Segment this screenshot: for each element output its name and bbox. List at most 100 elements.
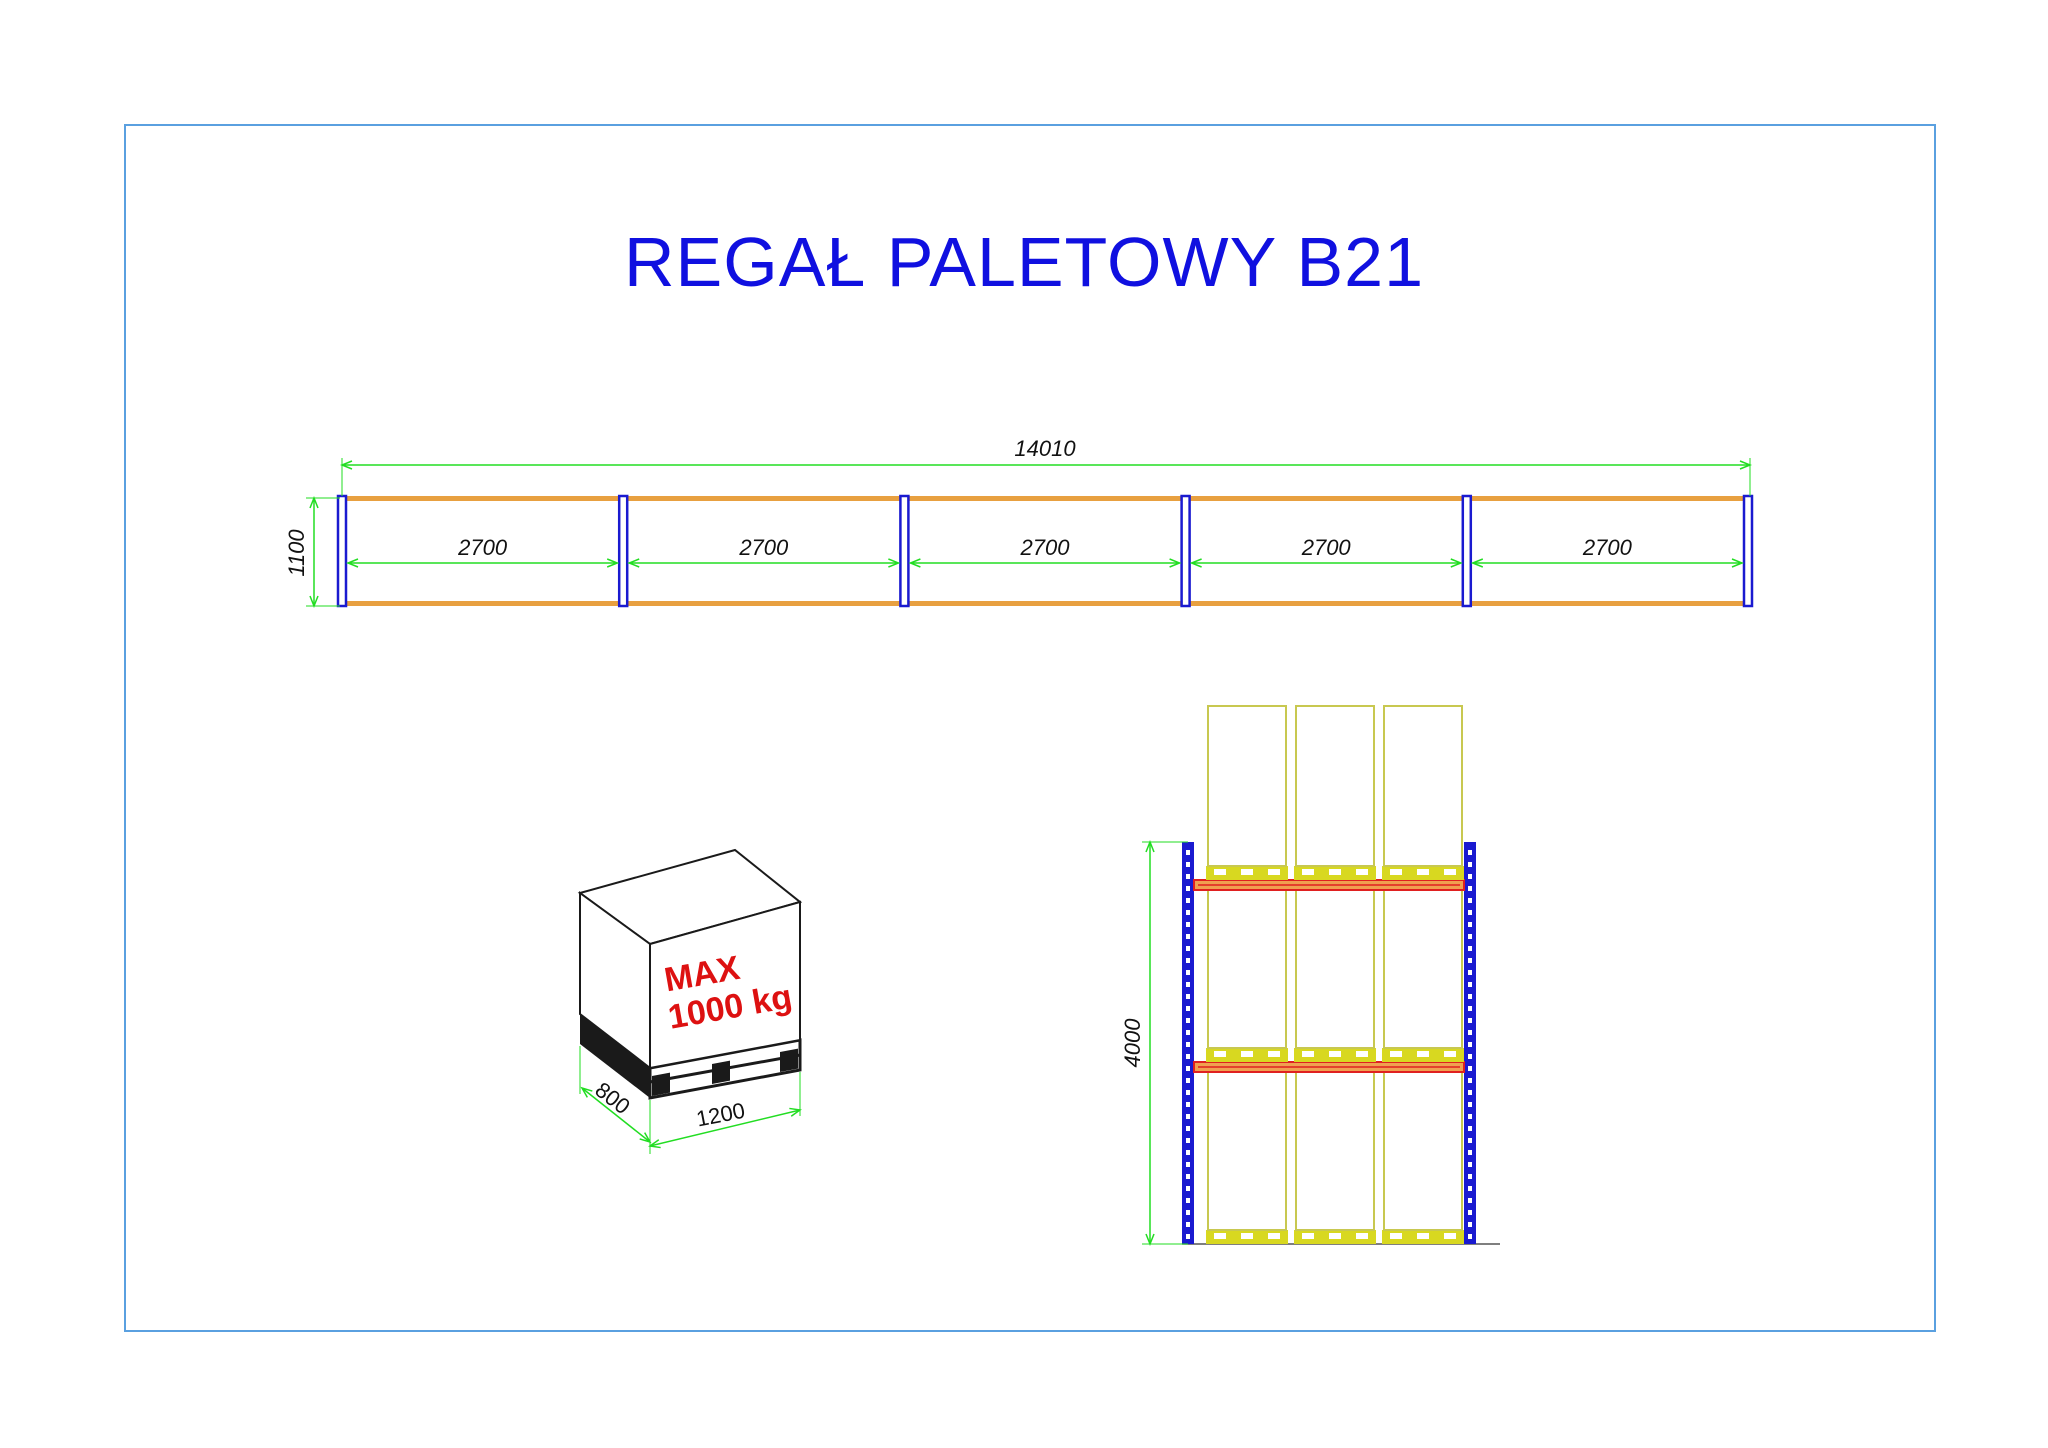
upright-perforation: [1468, 886, 1472, 891]
pallet-gap: [1302, 1051, 1314, 1057]
upright-perforation: [1468, 1078, 1472, 1083]
plan-uprights: [336, 494, 1754, 608]
pallet-gap: [1241, 1233, 1253, 1239]
upright-perforation: [1186, 910, 1190, 915]
upright-perforation: [1468, 1198, 1472, 1203]
upright-perforation: [1186, 1006, 1190, 1011]
upright-perforation: [1186, 874, 1190, 879]
plan-upright: [1742, 494, 1754, 608]
upright-perforation: [1468, 1162, 1472, 1167]
upright-perforation: [1186, 1030, 1190, 1035]
pallet-depth-label: 800: [590, 1077, 634, 1119]
upright-perforation: [1186, 1042, 1190, 1047]
upright-perforation: [1186, 850, 1190, 855]
plan-upright: [1180, 494, 1191, 608]
pallet-gap: [1417, 869, 1429, 875]
upright-perforation: [1186, 886, 1190, 891]
upright-perforation: [1468, 982, 1472, 987]
upright-perforation: [1186, 1114, 1190, 1119]
pallet-load: [1207, 705, 1287, 867]
upright-perforation: [1468, 970, 1472, 975]
bay-length-label: 2700: [457, 535, 508, 560]
upright-perforation: [1186, 1222, 1190, 1227]
bay-length-label: 2700: [1301, 535, 1352, 560]
upright-perforation: [1186, 1066, 1190, 1071]
pallet-gap: [1444, 1051, 1456, 1057]
upright-perforation: [1186, 1090, 1190, 1095]
upright-perforation: [1468, 958, 1472, 963]
upright-perforation: [1186, 1054, 1190, 1059]
upright-perforation: [1186, 1138, 1190, 1143]
rack-height-label: 4000: [1120, 1018, 1145, 1068]
upright-perforation: [1468, 1018, 1472, 1023]
upright-perforation: [1468, 1138, 1472, 1143]
load-box-front: [649, 900, 801, 1070]
upright-perforation: [1468, 1150, 1472, 1155]
pallet-gap: [1444, 1233, 1456, 1239]
bay-length-label: 2700: [1020, 535, 1071, 560]
depth-label: 1100: [284, 529, 309, 577]
upright-perforation: [1186, 1150, 1190, 1155]
plan-upright: [336, 494, 348, 608]
upright-perforation: [1468, 1006, 1472, 1011]
pallet-depth-dimension-line: [582, 1088, 650, 1142]
pallet-gap: [1241, 1051, 1253, 1057]
pallet-gap: [1390, 1233, 1402, 1239]
pallet-gap: [1214, 1233, 1226, 1239]
pallet-load: [1295, 887, 1375, 1049]
upright-perforation: [1186, 1102, 1190, 1107]
pallet-gap: [1329, 869, 1341, 875]
pallet-load: [1295, 705, 1375, 867]
upright-perforation: [1468, 850, 1472, 855]
pallet-gap: [1417, 1233, 1429, 1239]
plan-front-beam: [342, 496, 1748, 501]
upright-perforation: [1186, 922, 1190, 927]
upright-perforation: [1186, 1198, 1190, 1203]
pallet-width-label: 1200: [694, 1098, 747, 1132]
upright-perforation: [1468, 1234, 1472, 1239]
upright-perforation: [1186, 1174, 1190, 1179]
plan-upright: [617, 494, 629, 608]
pallet-gap: [1417, 1051, 1429, 1057]
pallet-gap: [1302, 1233, 1314, 1239]
upright-perforation: [1186, 1186, 1190, 1191]
pallet-load: [1207, 887, 1287, 1049]
upright-perforation: [1468, 1174, 1472, 1179]
elevation-contents: [1182, 705, 1476, 1244]
upright-perforation: [1468, 874, 1472, 879]
bay-length-label: 2700: [738, 535, 789, 560]
plan-rear-beam: [342, 601, 1748, 606]
pallet-width-dimension-line: [650, 1110, 800, 1146]
upright-perforation: [1186, 1162, 1190, 1167]
pallet-base-left-side: [580, 1014, 650, 1098]
upright-perforation: [1468, 1030, 1472, 1035]
upright-perforation: [1186, 994, 1190, 999]
upright-perforation: [1468, 1054, 1472, 1059]
upright-perforation: [1468, 1126, 1472, 1131]
upright-perforation: [1186, 982, 1190, 987]
upright-perforation: [1468, 1102, 1472, 1107]
pallet-gap: [1356, 1233, 1368, 1239]
upright-perforation: [1468, 1066, 1472, 1071]
pallet-gap: [1390, 1051, 1402, 1057]
pallet-block-2: [712, 1060, 730, 1084]
pallet-gap: [1241, 869, 1253, 875]
pallet-gap: [1329, 1051, 1341, 1057]
pallet-gap: [1214, 1051, 1226, 1057]
upright-perforation: [1186, 970, 1190, 975]
plan-upright: [1461, 494, 1473, 608]
rack-front-elevation: 4000: [1120, 705, 1500, 1244]
upright-perforation: [1468, 994, 1472, 999]
pallet-gap: [1302, 869, 1314, 875]
pallet-gap: [1356, 1051, 1368, 1057]
pallet-gap: [1268, 869, 1280, 875]
pallet-gap: [1268, 1051, 1280, 1057]
upright-perforation: [1186, 1018, 1190, 1023]
upright-perforation: [1468, 922, 1472, 927]
pallet-gap: [1214, 869, 1226, 875]
pallet-load: [1383, 887, 1463, 1049]
upright-perforation: [1468, 898, 1472, 903]
upright-perforation: [1468, 1186, 1472, 1191]
